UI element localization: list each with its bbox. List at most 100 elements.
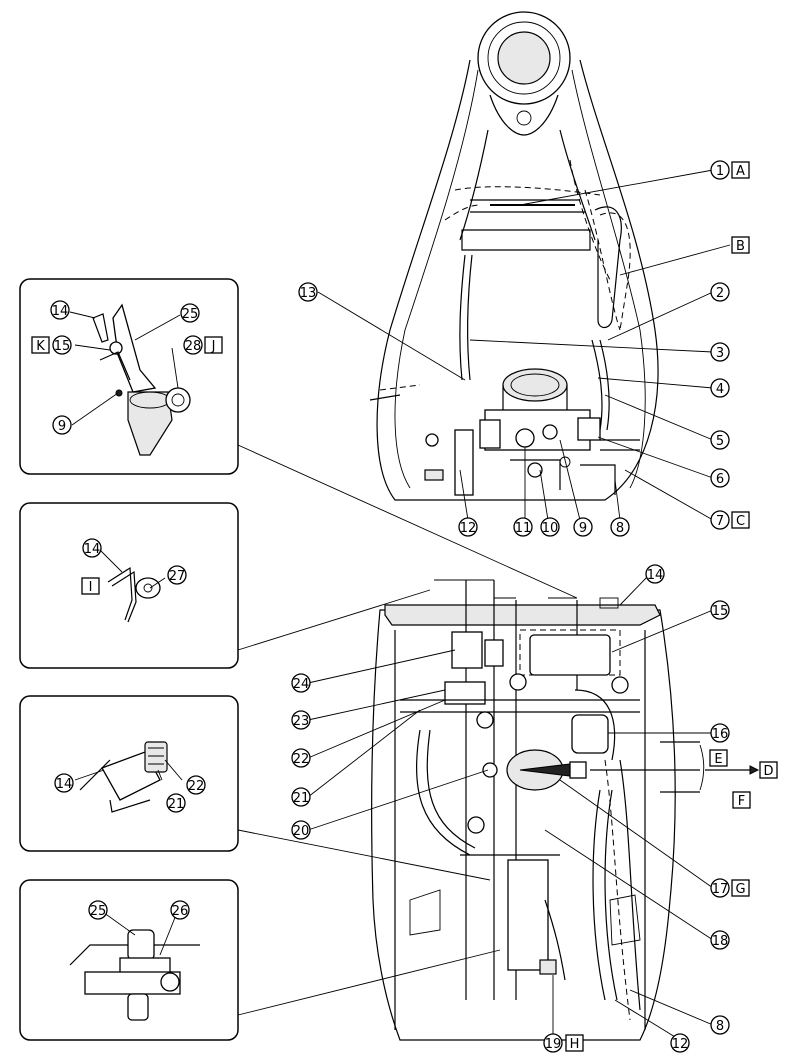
callout-25-inset4: 25 [88,900,108,920]
svg-text:23: 23 [293,714,310,729]
callout-15-inset1: 15 [52,335,72,355]
callout-1: 1 [710,160,730,180]
svg-text:9: 9 [58,419,66,434]
letter-J: J [204,336,223,354]
svg-text:F: F [738,794,745,809]
svg-text:3: 3 [716,346,724,361]
callout-21: 21 [291,787,311,807]
detail-inset-1 [19,278,239,475]
callout-23: 23 [291,710,311,730]
svg-text:6: 6 [716,472,724,487]
callout-12-upper: 12 [458,517,478,537]
callout-14-inset1: 14 [50,300,70,320]
letter-H: H [565,1034,584,1052]
callout-9-upper: 9 [573,517,593,537]
detail-inset-4 [19,879,239,1041]
callout-17: 17 [710,878,730,898]
svg-text:18: 18 [712,934,729,949]
upper-chassis-view [369,11,659,501]
svg-text:A: A [736,164,745,179]
leader-lines [69,169,731,1041]
callout-19: 19 [543,1033,563,1053]
svg-text:4: 4 [716,382,724,397]
letter-I: I [81,577,100,595]
callout-8-lower: 8 [710,1015,730,1035]
callout-6: 6 [710,468,730,488]
svg-text:9: 9 [579,521,587,536]
callout-22-inset3: 22 [186,775,206,795]
callout-28: 28 [183,335,203,355]
svg-text:14: 14 [647,568,664,583]
callout-3: 3 [710,342,730,362]
svg-text:I: I [89,580,93,595]
svg-text:C: C [736,514,745,529]
callout-13: 13 [298,282,318,302]
svg-text:14: 14 [56,777,73,792]
callout-5: 5 [710,430,730,450]
svg-text:25: 25 [182,307,199,322]
svg-text:H: H [570,1037,580,1052]
callout-7: 7 [710,510,730,530]
callout-15-lower: 15 [710,600,730,620]
svg-text:5: 5 [716,434,724,449]
svg-text:12: 12 [672,1037,689,1052]
svg-text:B: B [736,239,745,254]
svg-text:D: D [763,764,773,779]
svg-text:16: 16 [712,727,729,742]
callout-16: 16 [710,723,730,743]
callout-20: 20 [291,820,311,840]
svg-text:15: 15 [712,604,729,619]
svg-text:22: 22 [293,752,310,767]
svg-text:E: E [714,752,722,767]
svg-text:24: 24 [293,677,310,692]
letter-D: D [759,761,778,779]
svg-text:27: 27 [169,569,186,584]
svg-text:17: 17 [712,882,729,897]
letter-C: C [731,511,750,529]
svg-text:1: 1 [716,164,724,179]
svg-text:8: 8 [716,1019,724,1034]
callout-14-inset2: 14 [82,538,102,558]
svg-text:10: 10 [542,521,559,536]
svg-text:14: 14 [52,304,69,319]
callout-2: 2 [710,282,730,302]
callout-11: 11 [513,517,533,537]
svg-text:2: 2 [716,286,724,301]
svg-text:22: 22 [188,779,205,794]
svg-text:J: J [211,339,216,354]
svg-text:K: K [36,339,45,354]
callout-22: 22 [291,748,311,768]
svg-text:20: 20 [293,824,310,839]
callout-21-inset3: 21 [166,793,186,813]
callout-4: 4 [710,378,730,398]
svg-text:7: 7 [716,514,724,529]
callout-14-inset3: 14 [54,773,74,793]
callout-8-upper: 8 [610,517,630,537]
svg-text:G: G [735,882,745,897]
svg-text:12: 12 [460,521,477,536]
svg-text:26: 26 [172,904,189,919]
svg-text:25: 25 [90,904,107,919]
callout-18: 18 [710,930,730,950]
letter-labels: A B C D E F G H I J K [31,161,778,1052]
callout-27: 27 [167,565,187,585]
svg-text:19: 19 [545,1037,562,1052]
callout-14-lower: 14 [645,564,665,584]
detail-inset-3 [19,695,239,852]
callout-25-inset1: 25 [180,303,200,323]
svg-text:8: 8 [616,521,624,536]
svg-text:21: 21 [293,791,310,806]
letter-F: F [732,791,751,809]
callout-24: 24 [291,673,311,693]
svg-text:28: 28 [185,339,202,354]
callout-9-inset1: 9 [52,415,72,435]
letter-G: G [731,879,750,897]
svg-text:21: 21 [168,797,185,812]
detail-inset-2 [19,502,239,669]
svg-text:15: 15 [54,339,71,354]
svg-text:14: 14 [84,542,101,557]
callout-12-lower: 12 [670,1033,690,1053]
callout-26: 26 [170,900,190,920]
letter-E: E [709,749,728,767]
